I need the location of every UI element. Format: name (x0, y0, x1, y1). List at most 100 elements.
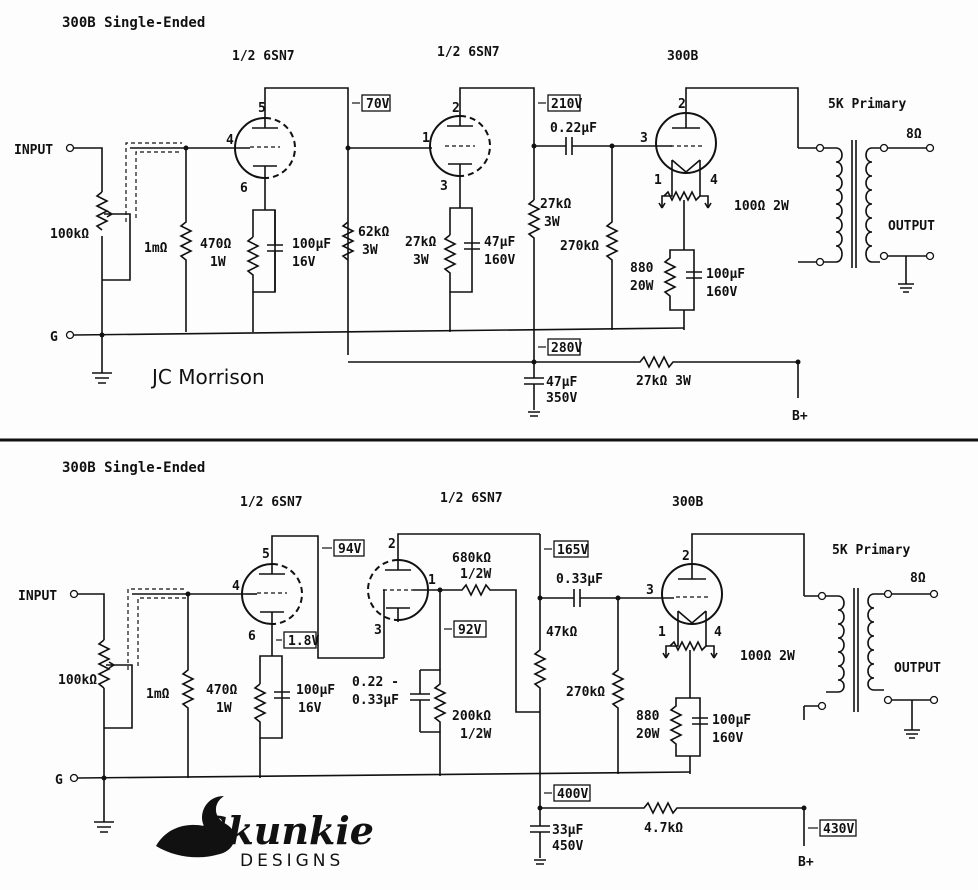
tube2-cathode (386, 607, 410, 622)
hum-pot-value: 100Ω 2W (734, 199, 789, 214)
coupling-capacitor (573, 589, 581, 607)
schematic-bottom: 300B Single-Ended INPUT G 100kΩ 1mΩ 1/2 … (18, 460, 941, 871)
cathode2-c-value: 47μF (484, 235, 515, 250)
voltage-box (361, 94, 391, 112)
cathode1-r-watt: 1W (210, 255, 226, 270)
transformer-core (851, 140, 857, 268)
schematic-top: 300B Single-Ended INPUT G 100kΩ 1mΩ 1/2 … (14, 15, 935, 424)
arrow (662, 652, 718, 659)
primary-terminal (815, 257, 825, 267)
wire (102, 213, 131, 281)
wire (104, 664, 133, 729)
pin-label: 3 (374, 623, 382, 638)
skunk-stripe (159, 848, 211, 862)
v-plate1: 70V (366, 97, 390, 112)
cathode3-r-value: 880 (630, 261, 654, 276)
secondary-terminal (883, 589, 893, 599)
pin-label: 1 (658, 625, 666, 640)
cathode3-capacitor (686, 271, 702, 279)
tube1-envelope (271, 563, 303, 625)
transformer-secondary (865, 147, 880, 263)
junction-dot (615, 595, 621, 601)
speaker-ohms: 8Ω (906, 127, 922, 142)
junction-dot (609, 143, 615, 149)
shielded-cable (135, 151, 182, 218)
tube1-plate (259, 562, 285, 575)
speaker-terminal (929, 589, 939, 599)
plate2-resistor (527, 199, 541, 362)
cathode1-r-value: 470Ω (200, 237, 231, 252)
v-cathode2: 92V (458, 623, 482, 638)
cathode3-r-value: 880 (636, 709, 660, 724)
transformer-core (853, 588, 859, 712)
pin-label: 3 (646, 583, 654, 598)
cathode3-r-watt: 20W (636, 727, 660, 742)
ground-symbol (904, 700, 920, 739)
junction-dot (531, 359, 537, 365)
transformer-label: 5K Primary (828, 97, 906, 112)
tube1-envelope (264, 117, 296, 179)
junction-dot (183, 145, 189, 151)
speaker-terminal (925, 143, 935, 153)
pin-label: 6 (240, 181, 248, 196)
tube3-filament (671, 159, 701, 174)
tube1-cathode (260, 611, 284, 626)
cathode2-resistor (443, 178, 473, 293)
input-pot (97, 639, 111, 689)
shielded-cable (137, 597, 186, 666)
wire (397, 533, 540, 558)
plate2-r-watt: 3W (544, 215, 560, 230)
plate1-r-watt: 3W (362, 243, 378, 258)
tube2-cathode (448, 163, 472, 178)
junction-dot (801, 805, 807, 811)
plate2-resistor (533, 534, 547, 808)
pin-label: 2 (452, 101, 460, 116)
wire (271, 535, 384, 659)
v-plate1: 94V (338, 542, 362, 557)
voltage-box (547, 94, 581, 112)
tube2-plate (447, 114, 473, 127)
tube2-envelope (459, 115, 491, 177)
pin-label: 4 (710, 173, 718, 188)
ground-symbol (534, 859, 546, 865)
input-terminal (65, 143, 75, 153)
grid3-r-value: 270kΩ (560, 239, 599, 254)
input-terminal (69, 589, 79, 599)
grid-resistor-value: 1mΩ (146, 687, 170, 702)
junction-dot (345, 145, 351, 151)
output-label: OUTPUT (888, 219, 935, 234)
ground-label: G (50, 330, 58, 345)
hum-pot (663, 190, 701, 202)
cathode3-capacitor (692, 717, 708, 725)
junction-dot (99, 332, 105, 338)
input-pot (95, 191, 109, 231)
tube1-envelope (241, 563, 273, 625)
grid3-resistor (611, 598, 625, 774)
bplus-label: B+ (798, 855, 814, 870)
output-label: OUTPUT (894, 661, 941, 676)
secondary-terminal (879, 251, 889, 261)
wire (685, 87, 799, 148)
junction-dot (437, 587, 443, 593)
ground-terminal (69, 773, 79, 783)
wire (264, 87, 349, 355)
wire (383, 589, 385, 658)
logo-brand: Skunkie (200, 808, 374, 853)
cathode2-r-value: 27kΩ (405, 235, 436, 250)
speaker-terminal (929, 695, 939, 705)
filter-c-volt: 350V (546, 391, 577, 406)
pot-wiper (104, 210, 113, 218)
filter-capacitor (524, 362, 544, 410)
junction-dot (101, 775, 107, 781)
wire (78, 593, 105, 640)
transformer-label: 5K Primary (832, 543, 910, 558)
wire (459, 87, 535, 200)
primary-terminal (815, 143, 825, 153)
secondary-terminal (883, 695, 893, 705)
bypass-c-a: 0.22 - (352, 675, 399, 690)
pin-label: 2 (682, 549, 690, 564)
pin-label: 1 (428, 573, 436, 588)
shielded-cable (127, 588, 186, 670)
grid-resistor-value: 1mΩ (144, 241, 168, 256)
stopper-r-watt: 1/2W (460, 567, 491, 582)
